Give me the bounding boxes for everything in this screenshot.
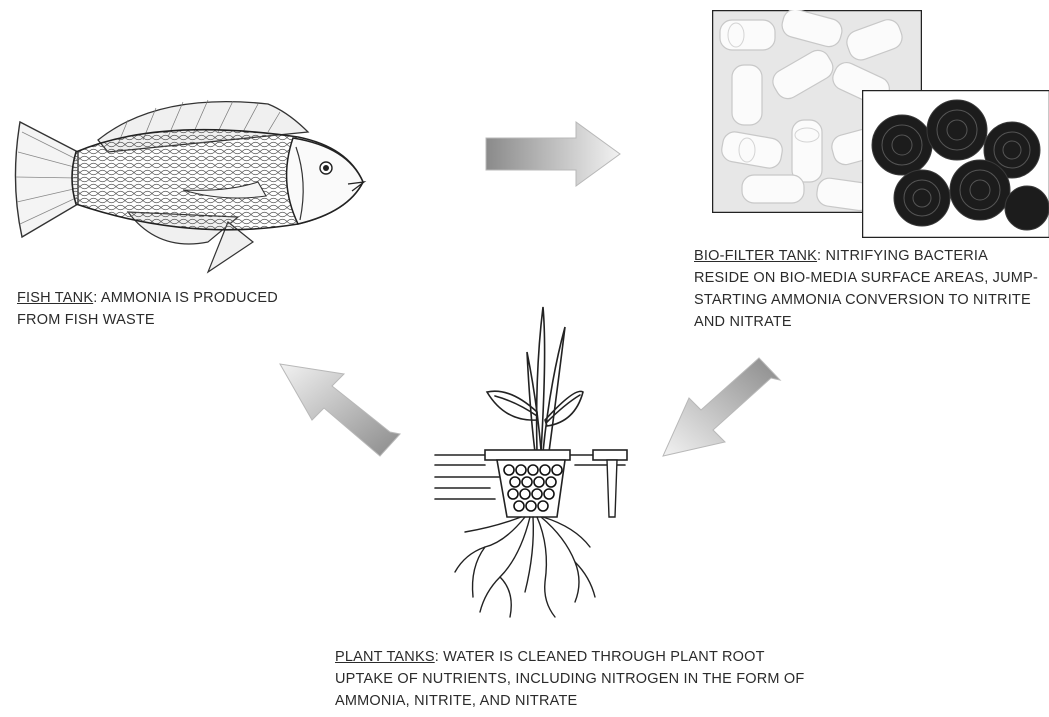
fish-tank-caption: FISH TANK: AMMONIA IS PRODUCED FROM FISH… [17,287,307,331]
plant-tanks-title: PLANT TANKS [335,649,435,665]
fish-illustration [8,92,368,277]
fish-tank-title: FISH TANK [17,290,93,306]
arrow-plant-to-fish [272,358,407,458]
black-biomedia-photo [862,90,1049,238]
arrow-biofilter-to-plant [655,352,785,462]
biofilter-tank-caption: BIO-FILTER TANK: NITRIFYING BACTERIA RES… [694,245,1044,333]
biofilter-tank-title: BIO-FILTER TANK [694,248,817,264]
plant-illustration [425,292,635,632]
arrow-fish-to-biofilter [484,118,624,188]
plant-tanks-caption: PLANT TANKS: WATER IS CLEANED THROUGH PL… [335,646,815,712]
